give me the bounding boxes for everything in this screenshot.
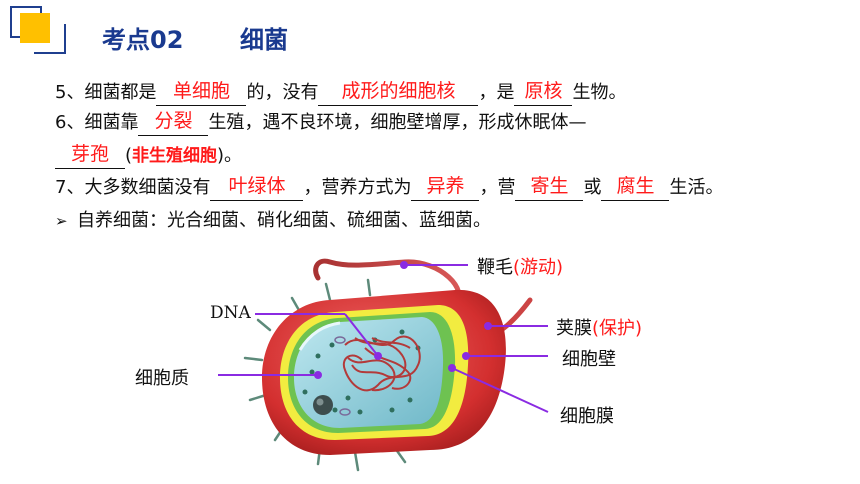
flagellum [313,258,462,308]
blank-7-4: 腐生 [601,175,670,201]
answer-6-1: 分裂 [154,110,193,132]
answer-6-2: 芽孢 [70,143,109,165]
label-cytoplasm: 细胞质 [135,368,189,389]
label-capsule: 荚膜(保护) [556,318,643,339]
leader-capsule-dot [484,322,492,330]
label-flagellum: 鞭毛(游动) [477,257,564,278]
topic-name: 细菌 [240,26,288,54]
question-7: 7、大多数细菌没有叶绿体，营养方式为异养，营寄生或腐生生活。 [55,175,723,201]
leader-cytoplasm-dot [314,371,322,379]
leader-dna-diagonal [344,313,379,357]
plasmids [334,336,351,416]
answer-7-2: 异养 [426,175,465,197]
question-6: 6、细菌靠分裂生殖，遇不良环境，细胞壁增厚，形成休眠体— [55,110,586,136]
note-non-reproductive: 非生殖细胞 [132,146,218,166]
bullet-autotrophic: ➢自养细菌：光合细菌、硝化细菌、硫细菌、蓝细菌。 [55,208,491,234]
blank-6-2: 芽孢 [55,143,125,169]
answer-7-3: 寄生 [530,175,569,197]
topic-number: 考点02 [102,26,184,54]
answer-5-1: 单细胞 [172,80,230,102]
bullet-arrow-icon: ➢ [55,212,68,230]
blank-6-1: 分裂 [138,110,209,136]
answer-5-2: 成形的细胞核 [341,80,456,102]
header-deco-outline-front [34,24,66,54]
question-6-continued: 芽孢(非生殖细胞)。 [55,143,242,169]
granule-highlight [316,398,324,406]
question-5: 5、细菌都是单细胞的，没有成形的细胞核，是原核生物。 [55,80,626,106]
header-deco-yellow-square [20,13,50,43]
blank-7-3: 寄生 [515,175,584,201]
leader-cell-wall-dot [462,352,470,360]
leader-cell-membrane-dot [448,364,456,372]
leader-flagellum-dot [400,261,408,269]
ribosomes [302,329,421,415]
leader-dna-dot [374,352,382,360]
blank-5-2: 成形的细胞核 [318,80,479,106]
label-cell-wall: 细胞壁 [562,349,616,370]
blank-7-1: 叶绿体 [210,175,304,201]
answer-7-4: 腐生 [616,175,655,197]
blank-5-1: 单细胞 [156,80,247,106]
label-cell-membrane: 细胞膜 [560,406,614,427]
blank-7-2: 异养 [411,175,480,201]
answer-5-3: 原核 [524,80,563,102]
storage-granule [313,395,333,415]
label-dna: DNA [210,303,251,323]
answer-7-1: 叶绿体 [228,175,286,197]
blank-5-3: 原核 [514,80,573,106]
cell-rim-highlight [298,321,341,351]
leader-cell-membrane [451,367,549,413]
